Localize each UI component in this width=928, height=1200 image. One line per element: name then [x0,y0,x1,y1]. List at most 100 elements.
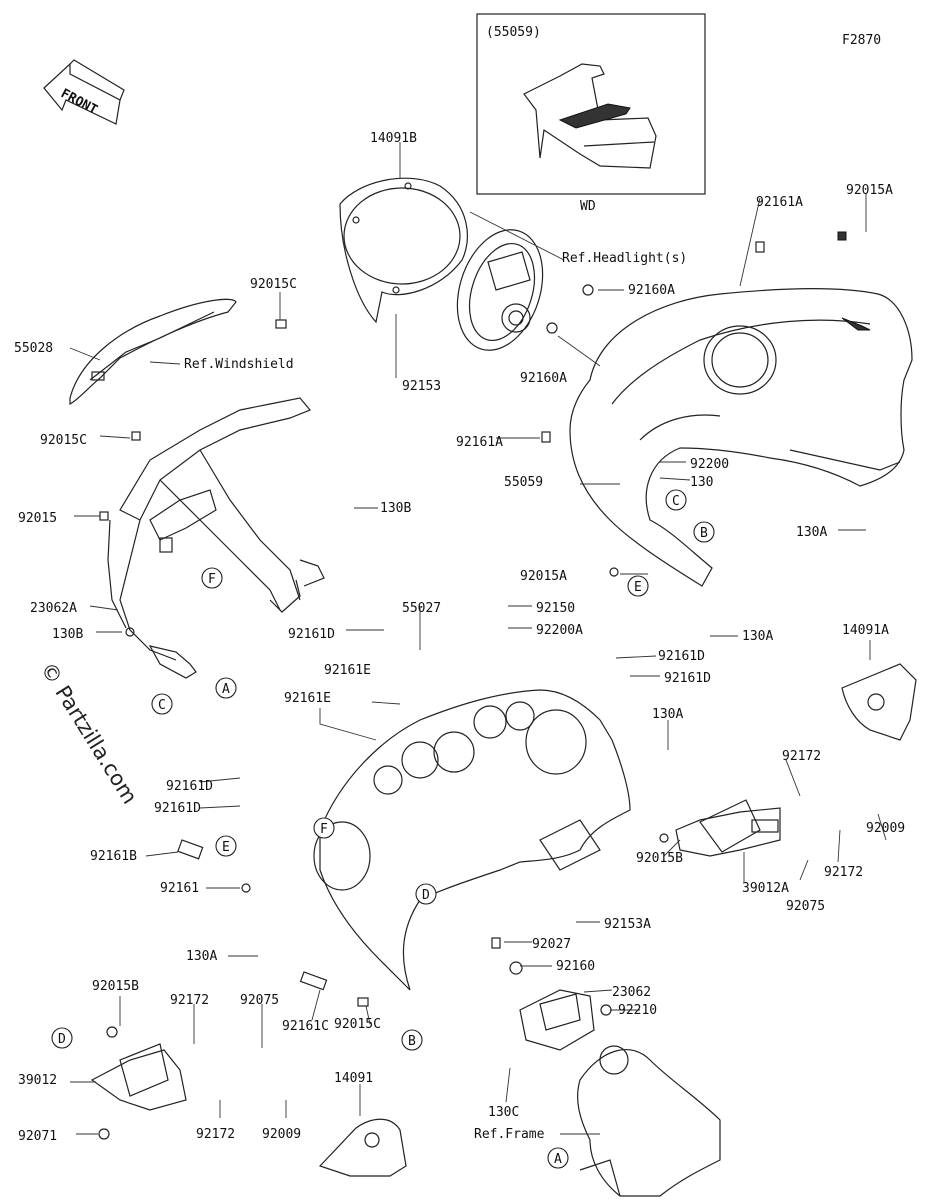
part-label-l22: 92150 [536,601,575,616]
part-label-l04: 92015A [846,183,893,198]
part-label-l17: 130B [380,501,411,516]
part-label-l58: 92071 [18,1129,57,1144]
watermark: © Partzilla.com [36,658,142,808]
fairing-bracket-23062a [107,397,325,679]
part-label-l10: 92160A [520,371,567,386]
part-label-l29: 92161E [324,663,371,678]
part-label-l28: 92161D [658,649,705,664]
part-label-l21: 55027 [402,601,441,616]
part-label-l32: 92161E [284,691,331,706]
part-label-l20: 23062A [30,601,77,616]
mount-bracket-23062 [519,989,595,1051]
bracket-39012 [90,1043,187,1111]
circle-ref-letter: D [422,888,430,903]
part-label-l07: 55028 [14,341,53,356]
part-label-l43: 92153A [604,917,651,932]
part-label-l47: 23062 [612,985,651,1000]
circle-ref-letter: C [672,494,680,509]
inset-ref-label: (55059) [486,25,541,40]
part-label-l01: 14091B [370,131,417,146]
inset-box: (55059) WD [476,13,706,214]
circle-ref-c: C [665,489,687,511]
part-label-l35: 92161D [154,801,201,816]
part-label-l39: 39012A [742,881,789,896]
front-direction-arrow: FRONT [43,59,125,125]
circle-ref-letter: F [208,572,216,587]
part-label-l42: 92075 [786,899,825,914]
circle-ref-letter: A [554,1152,562,1167]
circle-ref-e: E [627,575,649,597]
circle-ref-letter: B [408,1034,416,1049]
part-label-l49: 92172 [170,993,209,1008]
part-label-l37: 92161B [90,849,137,864]
part-label-l31: 130A [652,707,683,722]
circle-ref-letter: E [222,840,230,855]
lens-cover-14091b [339,177,468,324]
part-label-l23: 130B [52,627,83,642]
part-label-l16: 92015 [18,511,57,526]
part-label-l53: 92210 [618,1003,657,1018]
part-label-l03: 92161A [756,195,803,210]
circle-ref-a: A [547,1147,569,1169]
part-label-l02: Ref.Headlight(s) [562,251,687,266]
circle-ref-b: B [693,521,715,543]
part-label-l26: 130A [742,629,773,644]
circle-ref-e: E [215,835,237,857]
part-label-l06: 92160A [628,283,675,298]
part-label-l51: 92161C [282,1019,329,1034]
circle-ref-letter: C [158,698,166,713]
frame-reference [577,1045,721,1197]
circle-ref-a: A [215,677,237,699]
part-label-l38: 92015B [636,851,683,866]
circle-ref-c: C [151,693,173,715]
part-label-l40: 92172 [824,865,863,880]
inner-fairing-55027 [313,689,631,991]
circle-ref-d: D [51,1027,73,1049]
part-label-l24: 92161D [288,627,335,642]
bezel-14091 [318,1118,407,1177]
part-label-l45: 92027 [532,937,571,952]
circle-ref-letter: B [700,526,708,541]
front-label: FRONT [58,86,100,118]
fasteners [98,231,847,1140]
part-label-l33: 92172 [782,749,821,764]
part-label-l56: 130C [488,1105,519,1120]
circle-ref-f: F [201,567,223,589]
part-label-l55: 14091 [334,1071,373,1086]
inset-caption: WD [580,199,596,214]
circle-ref-d: D [415,883,437,905]
part-label-l57: Ref.Frame [474,1127,545,1142]
part-label-l30: 92161D [664,671,711,686]
part-label-l09: 92153 [402,379,441,394]
circle-reference-markers: A A B B C C D D E E F F [51,489,715,1169]
part-label-l13: 92200 [690,457,729,472]
part-label-l05: 92015C [250,277,297,292]
part-label-l52: 92015C [334,1017,381,1032]
part-label-l48: 92015B [92,979,139,994]
outer-fairing-55059 [569,288,913,587]
upper-cover-55028 [69,298,237,405]
part-label-l36: 92009 [866,821,905,836]
part-label-l27: 14091A [842,623,889,638]
figure-code: F2870 [842,33,881,48]
part-label-l12: 92161A [456,435,503,450]
circle-ref-letter: E [634,580,642,595]
part-label-l50: 92075 [240,993,279,1008]
part-label-l25: 92200A [536,623,583,638]
part-label-l18: 130A [796,525,827,540]
bracket-39012a [675,799,781,857]
bezel-14091a [841,663,917,741]
part-label-l54: 39012 [18,1073,57,1088]
circle-ref-letter: F [320,822,328,837]
leader-lines [69,142,887,1135]
part-label-l19: 92015A [520,569,567,584]
part-label-l60: 92009 [262,1127,301,1142]
part-label-l14: 130 [690,475,713,490]
part-label-l46: 92160 [556,959,595,974]
part-label-l15: 55059 [504,475,543,490]
circle-ref-letter: D [58,1032,66,1047]
part-label-l44: 130A [186,949,217,964]
part-label-l11: 92015C [40,433,87,448]
part-label-l41: 92161 [160,881,199,896]
